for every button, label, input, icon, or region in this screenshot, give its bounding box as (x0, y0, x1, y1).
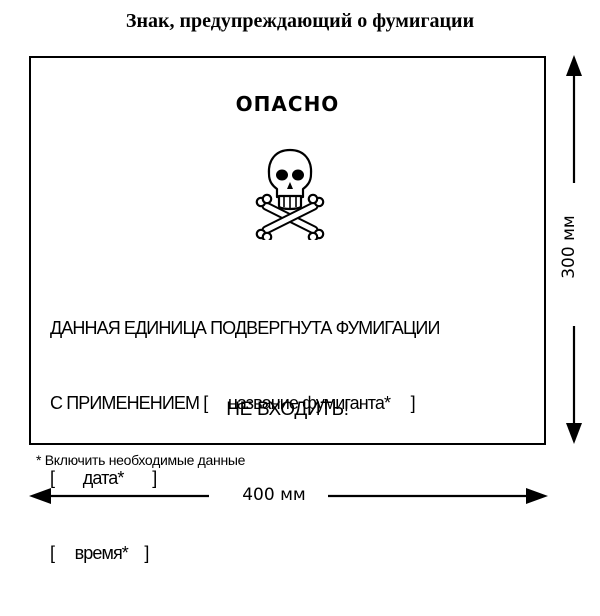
notice-line-date: [ дата* ] (50, 468, 157, 488)
do-not-enter-warning: НЕ ВХОДИТЬ! (226, 399, 349, 420)
notice-line: ДАННАЯ ЕДИНИЦА ПОДВЕРГНУТА ФУМИГАЦИИ (50, 318, 440, 338)
crossbone-2 (255, 193, 325, 240)
width-dimension-label: 400 мм (242, 485, 306, 505)
width-arrow-left-head (29, 488, 51, 504)
height-arrow-up-head (566, 55, 582, 76)
notice-line-time: [ время* ] (50, 543, 149, 563)
notice-line-fumigant: С ПРИМЕНЕНИЕМ [ название фумиганта* ] (50, 393, 416, 413)
fumigation-warning-sign: ОПАСНО (29, 56, 546, 563)
width-arrow-right-head (526, 488, 548, 504)
height-arrow-down-head (566, 423, 582, 444)
page-title: Знак, предупреждающий о фумигации (125, 10, 475, 32)
skull-and-crossbones-icon (255, 148, 325, 240)
sign-heading: ОПАСНО (235, 92, 340, 116)
height-dimension-label: 300 мм (559, 215, 579, 279)
footnote: * Включить необходимые данные (36, 452, 246, 468)
dimension-arrows (29, 55, 582, 504)
